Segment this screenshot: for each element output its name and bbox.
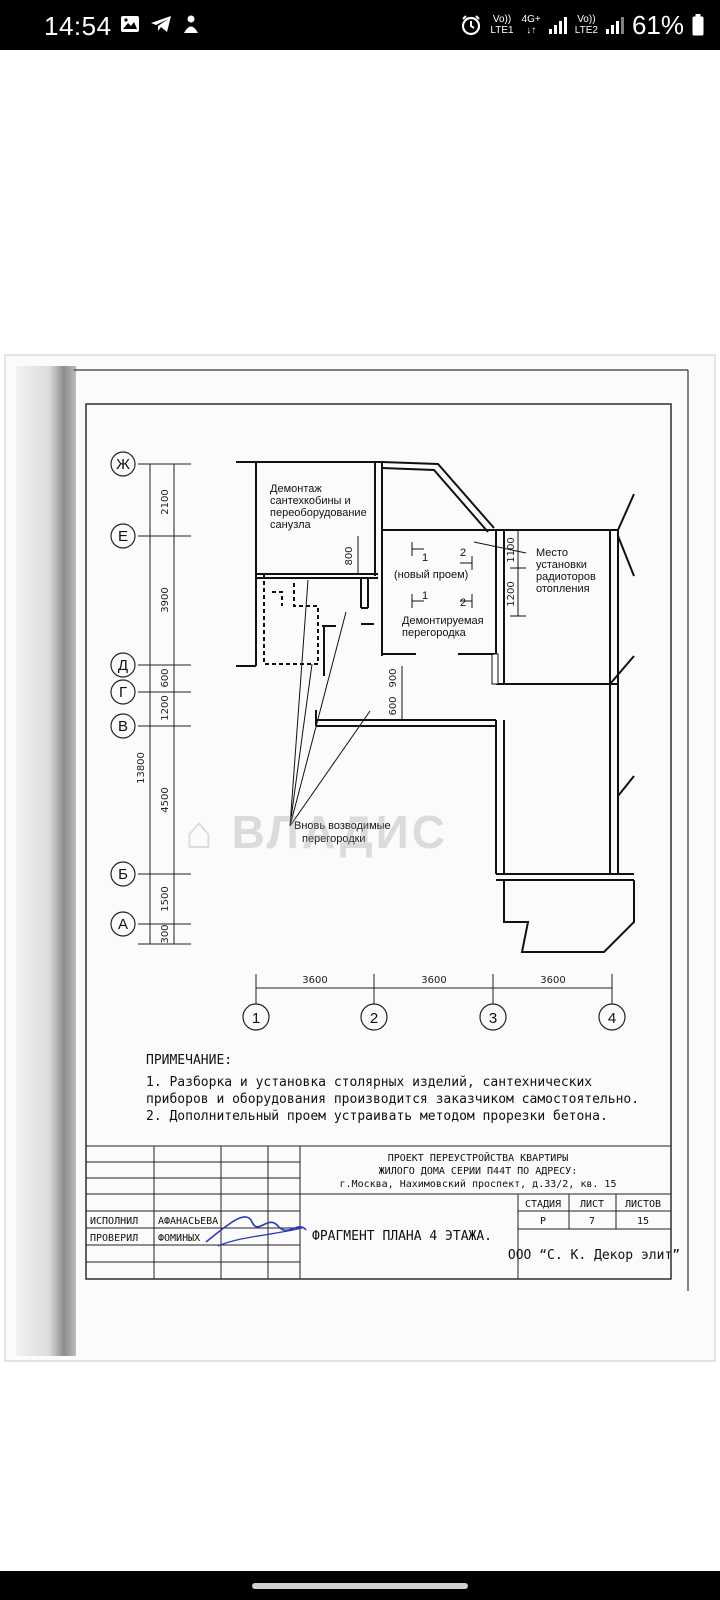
section-1-label: 1 [422, 552, 428, 564]
label-demolish-bath: Демонтаж сантехкобины и переоборудование… [270, 483, 367, 531]
dim-2100: 2100 [160, 489, 171, 514]
network-type: 4G+↓↑ [521, 14, 541, 36]
dim-600-inner: 600 [388, 696, 399, 715]
grid-row-markers: Ж Е Д Г В Б А [110, 451, 136, 937]
dim-4500: 4500 [160, 787, 171, 812]
alarm-icon [462, 15, 481, 36]
dim-total: 13800 [136, 752, 147, 784]
checked-name: ФОМИНЫХ [158, 1233, 200, 1244]
battery-icon [692, 14, 704, 36]
svg-text:1: 1 [252, 1010, 260, 1027]
battery-percent: 61% [631, 9, 684, 40]
dim-1100: 1100 [506, 537, 517, 562]
svg-text:Демонтируемая: Демонтируемая [402, 615, 484, 627]
dim-900: 900 [388, 668, 399, 687]
svg-text:перегородки: перегородки [302, 833, 366, 845]
company-name: ООО “С. К. Декор элит” [508, 1248, 680, 1263]
section-2-label: 2 [460, 547, 466, 559]
sheets-header: ЛИСТОВ [625, 1199, 661, 1210]
signal-icon-2 [605, 16, 624, 34]
note-line-2: приборов и оборудования производится зак… [146, 1092, 639, 1107]
sim2-label: Vo))LTE2 [574, 14, 598, 36]
project-line-3: г.Москва, Нахимовский проспект, д.33/2, … [340, 1178, 617, 1190]
dim-1500: 1500 [160, 886, 171, 911]
grid-col-markers: 1 2 3 4 [242, 1003, 626, 1031]
svg-text:3: 3 [489, 1010, 497, 1027]
telegram-icon [151, 16, 171, 32]
label-new-partitions: Вновь возводимые перегородки [294, 820, 391, 845]
svg-text:сантехкобины и: сантехкобины и [270, 495, 351, 507]
status-right: Vo))LTE1 4G+↓↑ Vo))LTE2 61% [460, 10, 704, 40]
document-viewer[interactable]: Ж Е Д Г В Б А 2100 3900 600 1200 4500 15… [0, 50, 720, 1571]
dim-3900: 3900 [160, 587, 171, 612]
app-icon [184, 15, 198, 33]
status-time: 14:54 [44, 11, 112, 41]
svg-text:Демонтаж: Демонтаж [270, 483, 322, 495]
row-label-zh: Ж [116, 456, 130, 473]
new-opening-label: (новый проем) [394, 569, 468, 581]
row-label-d: Д [118, 657, 128, 674]
svg-text:Место: Место [536, 547, 568, 559]
sheet-value: 7 [589, 1216, 595, 1227]
home-indicator[interactable] [252, 1583, 468, 1589]
dim-600: 600 [160, 668, 171, 687]
dim-300: 300 [160, 924, 171, 943]
dim-1200-inner: 1200 [506, 581, 517, 606]
section-1-label-b: 1 [422, 590, 428, 602]
project-line-1: ПРОЕКТ ПЕРЕУСТРОЙСТВА КВАРТИРЫ [388, 1151, 569, 1164]
watermark: ⌂ ВЛАДИС [185, 805, 448, 859]
status-bar: 14:54 Vo))LTE1 4G+↓↑ Vo))LTE2 61% [0, 0, 720, 50]
svg-text:переоборудование: переоборудование [270, 507, 367, 519]
performed-name: АФАНАСЬЕВА [158, 1216, 218, 1227]
note-line-1: 1. Разборка и установка столярных издели… [146, 1075, 592, 1090]
svg-text:Вновь возводимые: Вновь возводимые [294, 820, 391, 832]
stage-value: Р [540, 1216, 546, 1227]
walls [236, 461, 635, 953]
row-label-g: Г [119, 684, 127, 701]
svg-text:санузла: санузла [270, 519, 312, 531]
image-icon [121, 16, 139, 32]
sim1-label: Vo))LTE1 [490, 14, 514, 36]
svg-text:перегородка: перегородка [402, 627, 467, 639]
dim-col-2: 3600 [421, 975, 446, 986]
note-title: ПРИМЕЧАНИЕ: [146, 1053, 232, 1068]
signature-scribble [205, 1216, 307, 1243]
project-line-2: ЖИЛОГО ДОМА СЕРИИ П44Т ПО АДРЕСУ: [379, 1166, 578, 1177]
checked-label: ПРОВЕРИЛ [90, 1233, 138, 1244]
scan-shadow [16, 366, 76, 1356]
performed-label: ИСПОЛНИЛ [90, 1216, 138, 1227]
note-line-3: 2. Дополнительный проем устраивать метод… [146, 1109, 608, 1124]
row-label-e: Е [118, 528, 128, 545]
watermark-text: ВЛАДИС [231, 806, 448, 858]
label-radiator: Место установки радиоторов отопления [536, 547, 596, 595]
section-2-label-b: 2 [460, 597, 466, 609]
dim-800: 800 [344, 546, 355, 565]
row-label-b: Б [118, 866, 128, 883]
row-label-v: В [118, 718, 128, 735]
document-page[interactable]: Ж Е Д Г В Б А 2100 3900 600 1200 4500 15… [4, 354, 716, 1362]
svg-text:радиоторов: радиоторов [536, 571, 596, 583]
navigation-bar [0, 1571, 720, 1600]
dim-col-3: 3600 [540, 975, 565, 986]
new-partitions [263, 574, 319, 665]
sheet-title: ФРАГМЕНТ ПЛАНА 4 ЭТАЖА. [312, 1229, 492, 1244]
title-block [85, 1145, 672, 1280]
svg-text:установки: установки [536, 559, 587, 571]
svg-text:2: 2 [370, 1010, 378, 1027]
label-demolish-partition: Демонтируемая перегородка [402, 615, 484, 639]
sheets-value: 15 [637, 1216, 649, 1227]
house-icon: ⌂ [185, 806, 216, 858]
svg-text:отопления: отопления [536, 583, 590, 595]
sheet-header: ЛИСТ [580, 1199, 604, 1210]
floor-plan-drawing: Ж Е Д Г В Б А 2100 3900 600 1200 4500 15… [74, 369, 689, 1291]
notification-icons [120, 14, 200, 34]
signal-icon [548, 16, 567, 34]
dim-1200: 1200 [160, 695, 171, 720]
svg-text:4: 4 [608, 1010, 616, 1027]
dim-col-1: 3600 [302, 975, 327, 986]
stage-header: СТАДИЯ [525, 1199, 561, 1210]
row-label-a: А [118, 916, 128, 933]
